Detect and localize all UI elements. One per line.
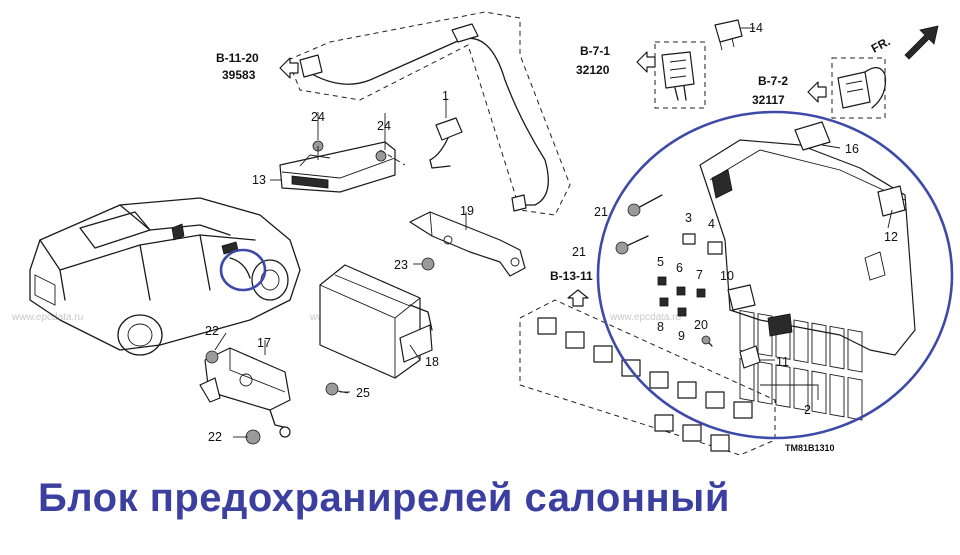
front-direction-icon — [904, 25, 939, 60]
callout-18: 18 — [425, 355, 439, 369]
fuse-box-highlight — [596, 110, 954, 440]
callout-5: 5 — [657, 255, 664, 269]
ref-code-b1120: B-11-20 — [216, 51, 259, 65]
connector-b72-group — [831, 57, 887, 119]
direction-label: FR. — [869, 34, 893, 55]
callout-10: 10 — [720, 269, 734, 283]
ref-code-b1311: B-13-11 — [550, 269, 593, 283]
callout-7: 7 — [696, 268, 703, 282]
callout-21: 21 — [572, 245, 586, 259]
bolt-21 — [615, 194, 663, 255]
callout-9: 9 — [678, 329, 685, 343]
leader-lines — [214, 27, 893, 438]
car-illustration — [29, 197, 301, 356]
callout-12: 12 — [884, 230, 898, 244]
callout-23: 23 — [394, 258, 408, 272]
switch-panel-unit — [279, 140, 396, 193]
relay-kit — [519, 299, 776, 456]
ref-num-b1120: 39583 — [222, 68, 256, 82]
mounting-bracket — [409, 211, 526, 277]
ref-code-b72: B-7-2 — [758, 74, 788, 88]
callout-24: 24 — [377, 119, 391, 133]
watermark-text: www.epcdata.ru — [609, 312, 681, 323]
callout-20: 20 — [694, 318, 708, 332]
callout-11: 11 — [776, 355, 789, 369]
fuse-parts — [657, 233, 761, 369]
callout-22: 22 — [205, 324, 219, 338]
callout-17: 17 — [257, 336, 271, 350]
watermark-text: www.epcdata.ru — [11, 312, 83, 323]
callout-25: 25 — [356, 386, 370, 400]
callout-16: 16 — [845, 142, 859, 156]
ref-num-b71: 32120 — [576, 63, 610, 77]
callout-1: 1 — [442, 89, 449, 103]
callout-4: 4 — [708, 217, 715, 231]
relay-12 — [877, 185, 906, 217]
callout-2: 2 — [804, 403, 811, 417]
callout-21: 21 — [594, 205, 608, 219]
callout-3: 3 — [685, 211, 692, 225]
callout-24: 24 — [311, 110, 325, 124]
sensor-bracket-assembly — [199, 347, 291, 445]
arrow-left-icon — [279, 57, 299, 79]
caption-title: Блок предохранирелей салонный — [38, 476, 730, 520]
arrow-up-icon — [567, 289, 589, 307]
relay-16 — [794, 121, 831, 151]
arrow-left-icon — [636, 51, 656, 73]
callout-14: 14 — [749, 21, 763, 35]
callout-6: 6 — [676, 261, 683, 275]
callout-13: 13 — [252, 173, 266, 187]
control-unit — [319, 264, 433, 396]
connector-b71-group — [654, 19, 743, 109]
ref-num-b72: 32117 — [752, 93, 785, 107]
wire-harness — [287, 11, 571, 216]
callout-8: 8 — [657, 320, 664, 334]
reference-arrows — [279, 25, 939, 307]
diagram-code: TM81B1310 — [785, 443, 835, 453]
arrow-left-icon — [807, 81, 827, 103]
ref-code-b71: B-7-1 — [580, 44, 610, 58]
callout-22: 22 — [208, 430, 222, 444]
callout-19: 19 — [460, 204, 474, 218]
